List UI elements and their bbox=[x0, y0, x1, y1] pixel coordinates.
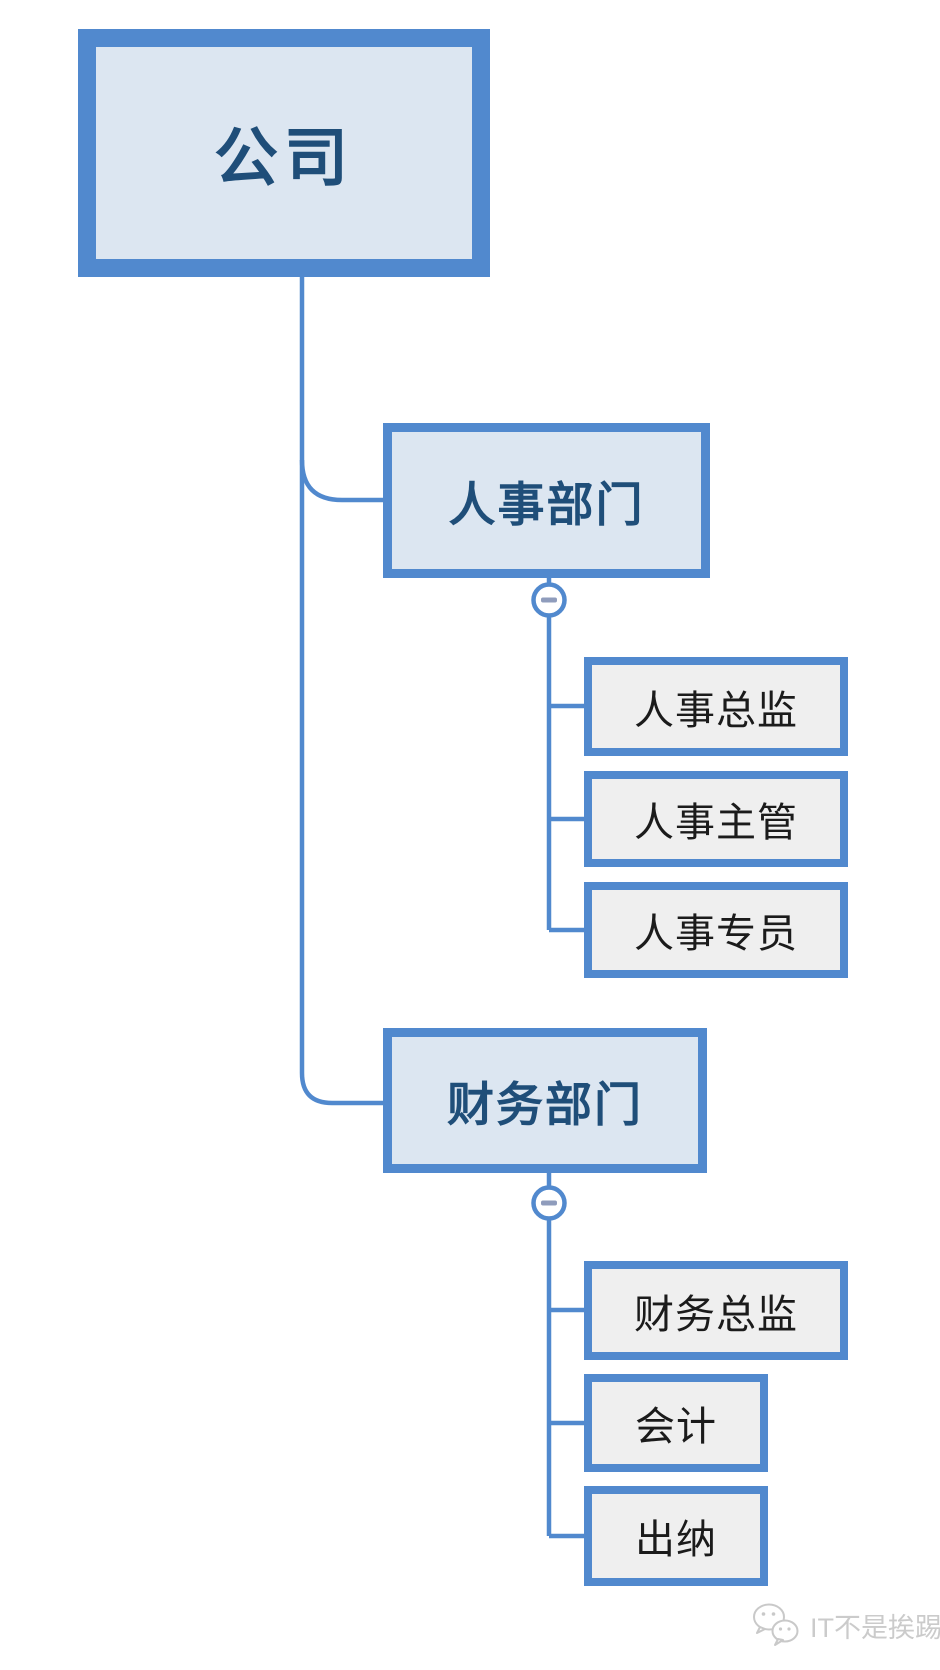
connector-hr-children bbox=[546, 616, 585, 933]
node-finance-department[interactable]: 财务部门 bbox=[383, 1028, 707, 1173]
node-accountant-label: 会计 bbox=[635, 1405, 717, 1449]
node-accountant[interactable]: 会计 bbox=[584, 1374, 768, 1472]
node-hr-director-label: 人事总监 bbox=[634, 688, 798, 733]
node-hr-department-label: 人事部门 bbox=[448, 478, 645, 531]
collapse-button-hr[interactable] bbox=[531, 582, 567, 618]
connector-finance-children bbox=[546, 1219, 585, 1539]
node-finance-director[interactable]: 财务总监 bbox=[584, 1261, 848, 1360]
node-hr-department[interactable]: 人事部门 bbox=[383, 423, 710, 578]
collapse-button-finance[interactable] bbox=[531, 1185, 567, 1221]
node-hr-director[interactable]: 人事总监 bbox=[584, 657, 848, 756]
minus-icon bbox=[541, 597, 557, 603]
connector-root-finance bbox=[299, 277, 384, 1106]
node-finance-director-label: 财务总监 bbox=[634, 1292, 798, 1337]
node-hr-specialist[interactable]: 人事专员 bbox=[584, 882, 848, 978]
wechat-icon bbox=[753, 1603, 799, 1646]
node-finance-department-label: 财务部门 bbox=[447, 1078, 643, 1131]
node-cashier[interactable]: 出纳 bbox=[584, 1486, 768, 1586]
node-hr-supervisor-label: 人事主管 bbox=[634, 801, 798, 845]
node-hr-specialist-label: 人事专员 bbox=[634, 912, 798, 956]
minus-icon bbox=[541, 1200, 557, 1206]
node-cashier-label: 出纳 bbox=[635, 1518, 717, 1562]
node-company[interactable]: 公司 bbox=[78, 29, 490, 277]
watermark: IT不是挨踢 bbox=[750, 1602, 940, 1648]
watermark-text: IT不是挨踢 bbox=[810, 1612, 940, 1643]
connector-root-hr bbox=[299, 459, 384, 503]
node-hr-supervisor[interactable]: 人事主管 bbox=[584, 771, 848, 867]
node-company-label: 公司 bbox=[214, 122, 354, 194]
